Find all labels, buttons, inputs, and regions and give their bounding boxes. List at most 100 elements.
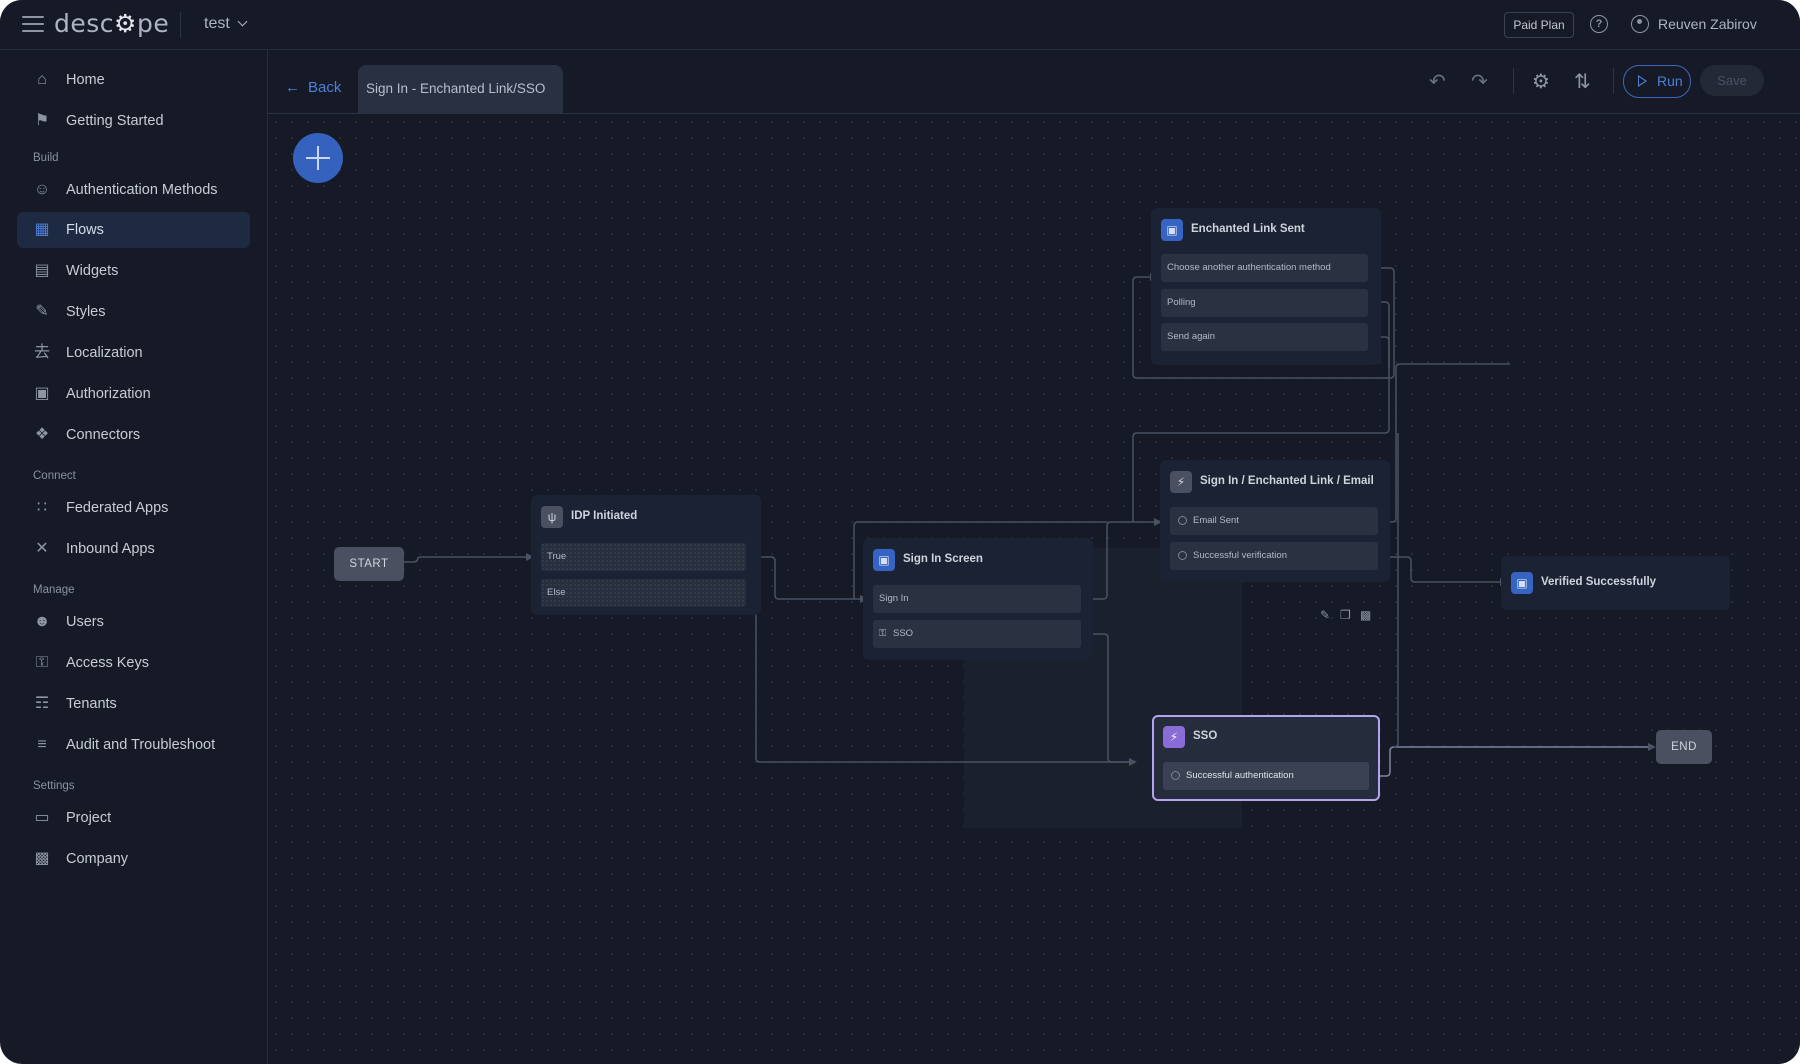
sidebar-item-authentication-methods[interactable]: ☺ Authentication Methods (17, 172, 250, 208)
sidebar-item-widgets[interactable]: ▤ Widgets (17, 253, 250, 289)
screen-icon: ▣ (1511, 572, 1533, 594)
redo-icon[interactable]: ↷ (1471, 71, 1488, 93)
undo-icon[interactable]: ↶ (1429, 71, 1446, 93)
add-node-button[interactable] (293, 133, 343, 183)
node-output-true[interactable]: True (541, 543, 746, 571)
sidebar-item-audit-and-troubleshoot[interactable]: ≡ Audit and Troubleshoot (17, 727, 250, 763)
node-output-send-again[interactable]: Send again (1161, 323, 1368, 351)
sidebar-item-label: Styles (66, 304, 106, 320)
sidebar-item-localization[interactable]: 去 Localization (17, 335, 250, 371)
row-label: SSO (893, 628, 914, 639)
question-circle-icon[interactable]: ? (1590, 15, 1608, 33)
row-label: Else (547, 587, 566, 598)
row-label: Send again (1167, 331, 1216, 342)
edge-email-verified (1380, 556, 1500, 583)
sidebar-item-company[interactable]: ▩ Company (17, 841, 250, 877)
row-label: Successful verification (1193, 550, 1287, 561)
node-output-successful-verification[interactable]: Successful verification (1170, 542, 1378, 570)
sidebar-item-label: Localization (66, 345, 143, 361)
plug-icon: ✕ (35, 540, 49, 557)
arrowhead (526, 553, 534, 561)
edge-sso-end (1372, 746, 1648, 777)
node-output-email-sent[interactable]: Email Sent (1170, 507, 1378, 535)
logo[interactable]: desc⚙pe (54, 9, 170, 38)
sidebar-item-label: Access Keys (66, 655, 149, 671)
copy-icon[interactable]: ❐ (1340, 608, 1351, 622)
flow-name-tab[interactable]: Sign In - Enchanted Link/SSO (358, 65, 563, 113)
top-bar: desc⚙pe test Paid Plan ? Reuven Zabirov (0, 0, 1800, 50)
list-icon: ≡ (37, 736, 47, 753)
node-toolbar: ✎ ❐ ▩ (1320, 608, 1376, 624)
node-output-successful-authentication[interactable]: Successful authentication (1163, 762, 1369, 790)
node-title: Enchanted Link Sent (1191, 223, 1305, 235)
sidebar-item-label: Users (66, 614, 104, 630)
row-label: Choose another authentication method (1167, 262, 1331, 273)
row-label: Email Sent (1193, 515, 1239, 526)
run-button[interactable]: Run (1623, 65, 1691, 98)
users-icon: ☻ (33, 613, 51, 630)
gear-icon[interactable]: ⚙ (1532, 71, 1550, 93)
sidebar-item-federated-apps[interactable]: ∷ Federated Apps (17, 490, 250, 526)
lock-icon: ▣ (34, 385, 50, 402)
puzzle-icon: ❖ (34, 426, 50, 443)
edit-icon[interactable]: ✎ (1320, 608, 1331, 622)
user-check-icon: ☺ (33, 181, 51, 198)
folder-icon: ▭ (34, 809, 50, 826)
row-label: True (547, 551, 567, 562)
end-node[interactable]: END (1656, 730, 1712, 764)
section-title-manage: Manage (33, 584, 75, 596)
sidebar-item-authorization[interactable]: ▣ Authorization (17, 376, 250, 412)
user-circle-icon[interactable] (1631, 15, 1649, 33)
sidebar-item-styles[interactable]: ✎ Styles (17, 294, 250, 330)
node-verified-successfully[interactable]: ▣ Verified Successfully (1501, 556, 1730, 610)
node-output-choose-method[interactable]: Choose another authentication method (1161, 254, 1368, 282)
trash-icon[interactable]: ▩ (1360, 608, 1372, 622)
back-button[interactable]: ←Back (285, 79, 341, 96)
plan-badge[interactable]: Paid Plan (1504, 12, 1574, 38)
hamburger-menu-icon[interactable] (22, 16, 44, 32)
row-label: Successful authentication (1186, 770, 1294, 781)
sidebar-item-access-keys[interactable]: ⚿ Access Keys (17, 645, 250, 681)
sidebar-item-tenants[interactable]: ☶ Tenants (17, 686, 250, 722)
tenants-icon: ☶ (34, 695, 50, 712)
sidebar-item-project[interactable]: ▭ Project (17, 800, 250, 836)
node-sign-in-screen[interactable]: ▣ Sign In Screen Sign In ⚿SSO (863, 538, 1093, 660)
branch-icon: ψ (541, 506, 563, 528)
divider (180, 12, 181, 38)
node-sso[interactable]: ⚡ SSO Successful authentication (1152, 715, 1380, 801)
sidebar-item-getting-started[interactable]: ⚑ Getting Started (17, 103, 250, 139)
node-sign-in-enchanted-link-email[interactable]: ⚡ Sign In / Enchanted Link / Email Email… (1160, 460, 1390, 582)
node-enchanted-link-sent[interactable]: ▣ Enchanted Link Sent Choose another aut… (1151, 208, 1381, 365)
save-button[interactable]: Save (1700, 65, 1764, 96)
node-output-polling[interactable]: Polling (1161, 289, 1368, 317)
edge-signin-enchanted (1083, 521, 1154, 600)
arrowhead (1129, 758, 1137, 766)
sidebar-item-label: Home (66, 72, 105, 88)
edge-loop-top (1132, 276, 1395, 379)
back-label: Back (308, 79, 342, 96)
start-node[interactable]: START (334, 547, 404, 581)
flow-toolbar: ←Back Sign In - Enchanted Link/SSO ↶ ↷ ⚙… (268, 50, 1800, 114)
sidebar-item-label: Company (66, 851, 129, 867)
sort-arrows-icon[interactable]: ⇅ (1574, 71, 1591, 93)
sidebar-item-home[interactable]: ⌂ Home (17, 62, 250, 98)
project-selector[interactable]: test (204, 15, 248, 33)
node-output-sso[interactable]: ⚿SSO (873, 620, 1081, 648)
node-idp-initiated[interactable]: ψ IDP Initiated True Else (531, 495, 761, 615)
check-circle-icon (1178, 516, 1187, 525)
user-name[interactable]: Reuven Zabirov (1658, 16, 1757, 32)
sidebar-item-label: Audit and Troubleshoot (66, 737, 216, 753)
node-output-else[interactable]: Else (541, 579, 746, 607)
sidebar-item-label: Connectors (66, 427, 141, 443)
brush-icon: ✎ (35, 303, 49, 320)
chevron-down-icon (237, 16, 248, 27)
sidebar-item-connectors[interactable]: ❖ Connectors (17, 417, 250, 453)
flow-canvas[interactable]: START END ψ IDP Initiated True Else ▣ Si… (268, 114, 1800, 1064)
edge-sendagain-loop (1132, 336, 1390, 522)
node-output-sign-in[interactable]: Sign In (873, 585, 1081, 613)
home-icon: ⌂ (37, 71, 47, 88)
sidebar-item-label: Tenants (66, 696, 117, 712)
sidebar-item-users[interactable]: ☻ Users (17, 604, 250, 640)
sidebar-item-flows[interactable]: ▦ Flows (17, 212, 250, 248)
sidebar-item-inbound-apps[interactable]: ✕ Inbound Apps (17, 531, 250, 567)
